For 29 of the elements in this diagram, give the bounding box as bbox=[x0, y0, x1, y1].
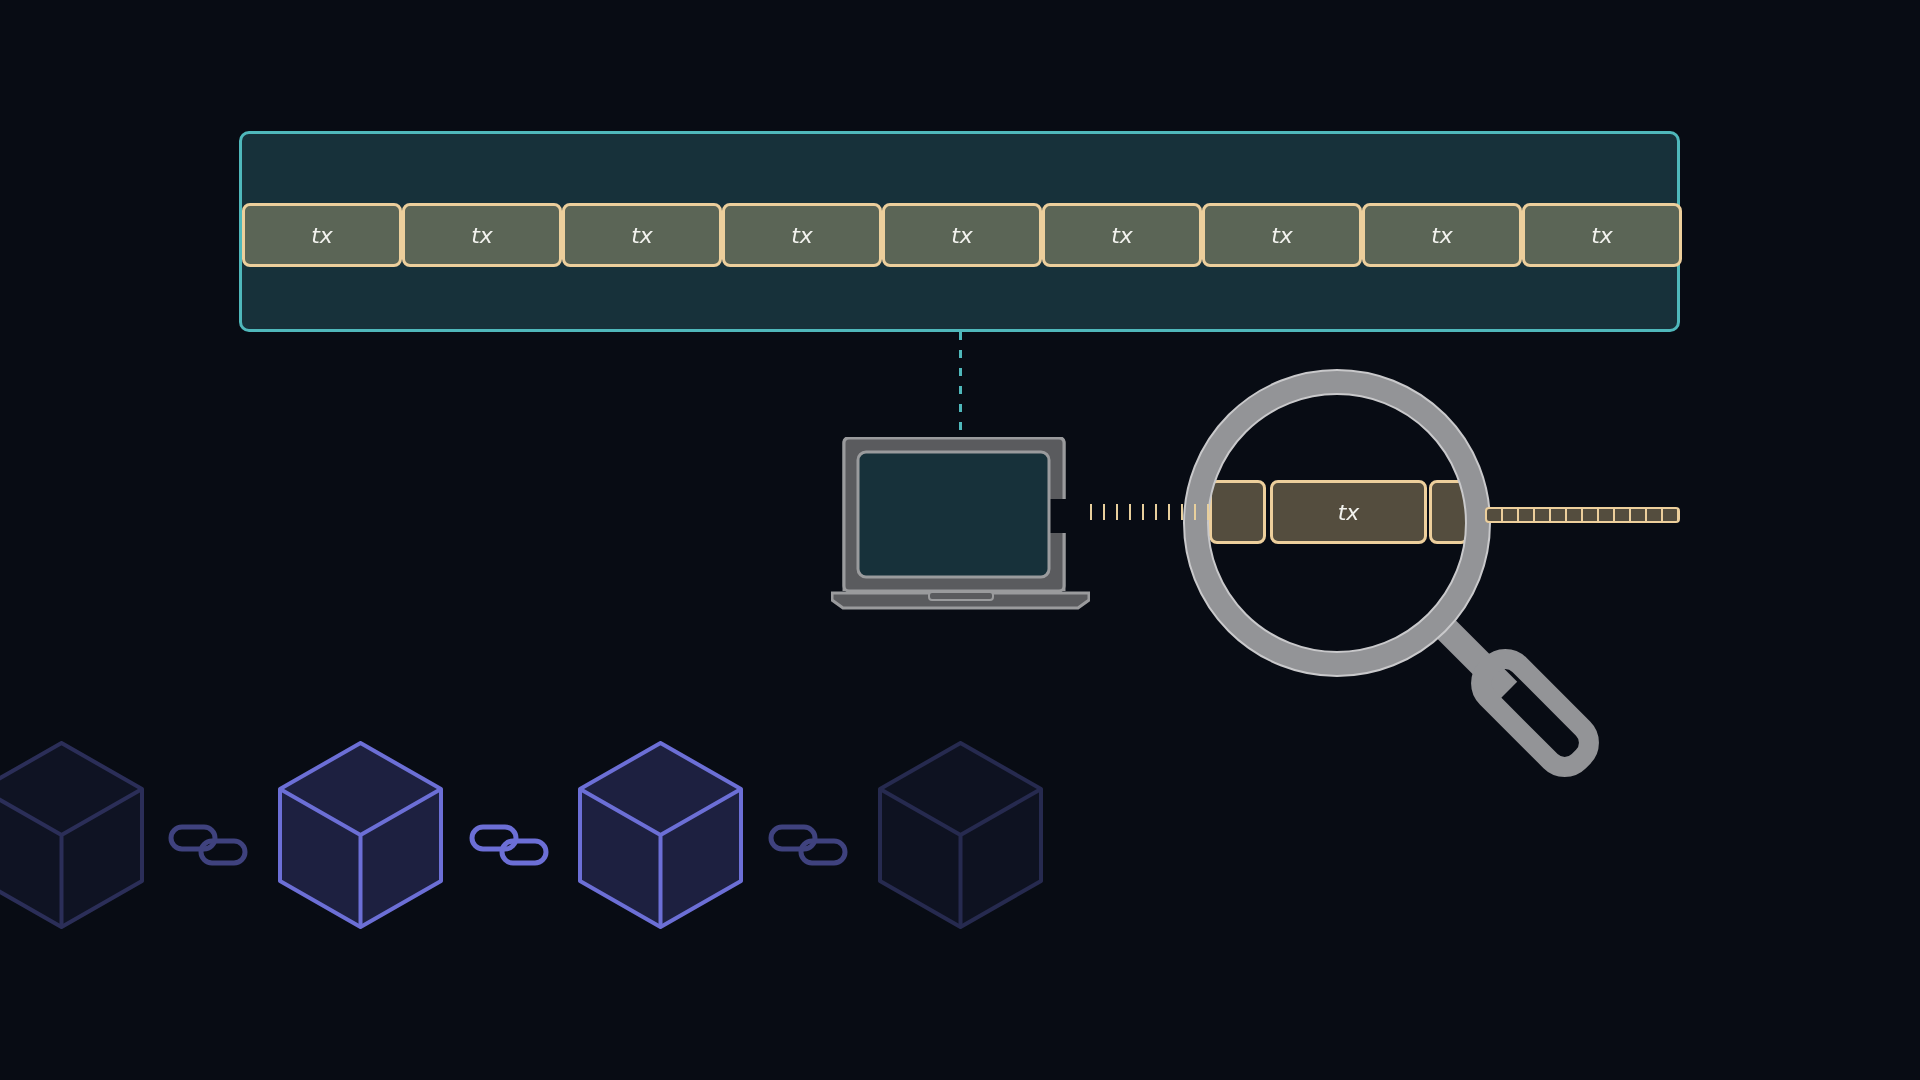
mempool-panel bbox=[239, 131, 1680, 332]
transaction-label: tx bbox=[1431, 222, 1453, 248]
transaction-label: tx bbox=[471, 222, 493, 248]
transaction-box bbox=[402, 203, 562, 267]
transaction-label: tx bbox=[631, 222, 653, 248]
transaction-label: tx bbox=[791, 222, 813, 248]
block-cube-icon bbox=[878, 741, 1043, 929]
transaction-box bbox=[242, 203, 402, 267]
block-cube-icon bbox=[278, 741, 443, 929]
transaction-strip bbox=[1485, 507, 1680, 523]
transaction-box bbox=[1202, 203, 1362, 267]
transaction-box bbox=[1270, 480, 1427, 544]
transaction-box bbox=[562, 203, 722, 267]
transaction-box bbox=[882, 203, 1042, 267]
transaction-label: tx bbox=[311, 222, 333, 248]
transaction-box bbox=[1209, 480, 1266, 544]
transaction-box bbox=[1042, 203, 1202, 267]
transaction-label: tx bbox=[1111, 222, 1133, 248]
transaction-label: tx bbox=[1271, 222, 1293, 248]
block-cube-icon bbox=[578, 741, 743, 929]
transaction-box bbox=[722, 203, 882, 267]
transaction-label: tx bbox=[1337, 499, 1360, 525]
transaction-box bbox=[1522, 203, 1682, 267]
transaction-label: tx bbox=[1591, 222, 1613, 248]
connector-line bbox=[1090, 504, 1209, 520]
transaction-box bbox=[1362, 203, 1522, 267]
block-cube-icon bbox=[0, 741, 144, 929]
laptop-icon bbox=[831, 437, 1090, 610]
transaction-label: tx bbox=[951, 222, 973, 248]
